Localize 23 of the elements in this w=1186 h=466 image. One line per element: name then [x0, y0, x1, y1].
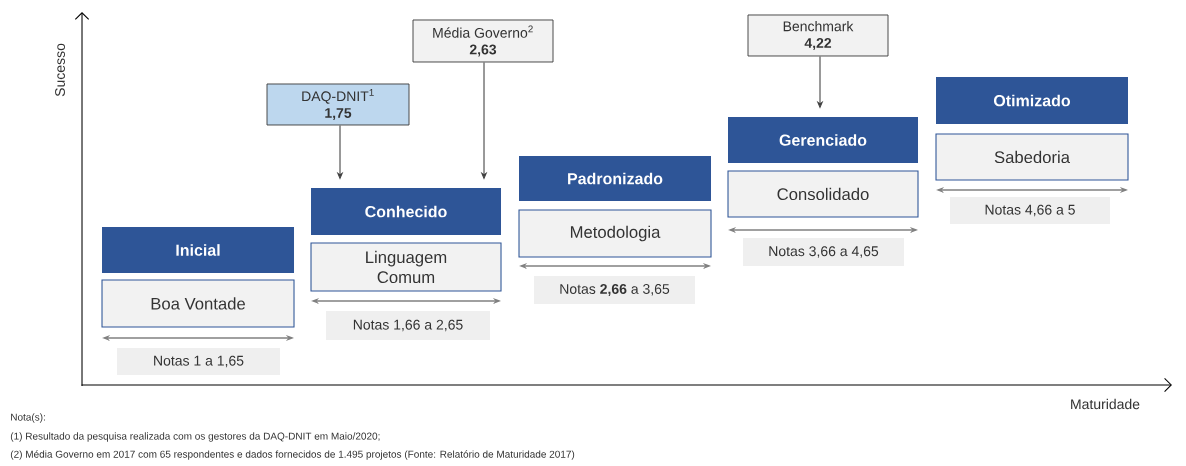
stage-box: Sabedoria: [935, 133, 1129, 181]
title-box: Inicial: [102, 227, 294, 273]
stage-box: Boa Vontade: [101, 279, 295, 328]
stage-box: Metodologia: [518, 209, 712, 258]
note-text: Nota(s):: [11, 413, 45, 423]
title-box: Otimizado: [936, 77, 1128, 124]
note-text: (1) Resultado da pesquisa realizada com os gestores da DAQ-DNIT em Maio/2020;: [10, 432, 380, 442]
title-box: Gerenciado: [728, 117, 918, 163]
note-text: (2) Média Governo em 2017 com 65 respondentes e dados fornecidos de 1.495 projetos (Fonte: Relatório de Maturidade 2017): [10, 450, 575, 460]
axis-title: Sucesso: [55, 43, 65, 97]
stage-box: Consolidado: [727, 170, 919, 218]
callout-box: Benchmark 4,22: [747, 14, 889, 57]
score-range-box: Notas 4,66 a 5: [950, 197, 1110, 224]
stage-box: Linguagem Comum: [310, 242, 502, 292]
title-box: Conhecido: [311, 188, 501, 235]
score-range-box: Notas 3,66 a 4,65: [743, 238, 904, 266]
callout-box: Média Governo$^{2}$ 2,63: [412, 19, 554, 63]
score-range-box: Notas 2,66 a 3,65: [534, 276, 695, 304]
axis-title: Maturidade: [1071, 398, 1140, 410]
title-box: Padronizado: [519, 156, 711, 201]
score-range-box: Notas 1 a 1,65: [117, 348, 280, 375]
score-range-box: Notas 1,66 a 2,65: [326, 311, 490, 340]
callout-box: DAQ-DNIT$^{1}$ 1,75: [266, 83, 410, 126]
